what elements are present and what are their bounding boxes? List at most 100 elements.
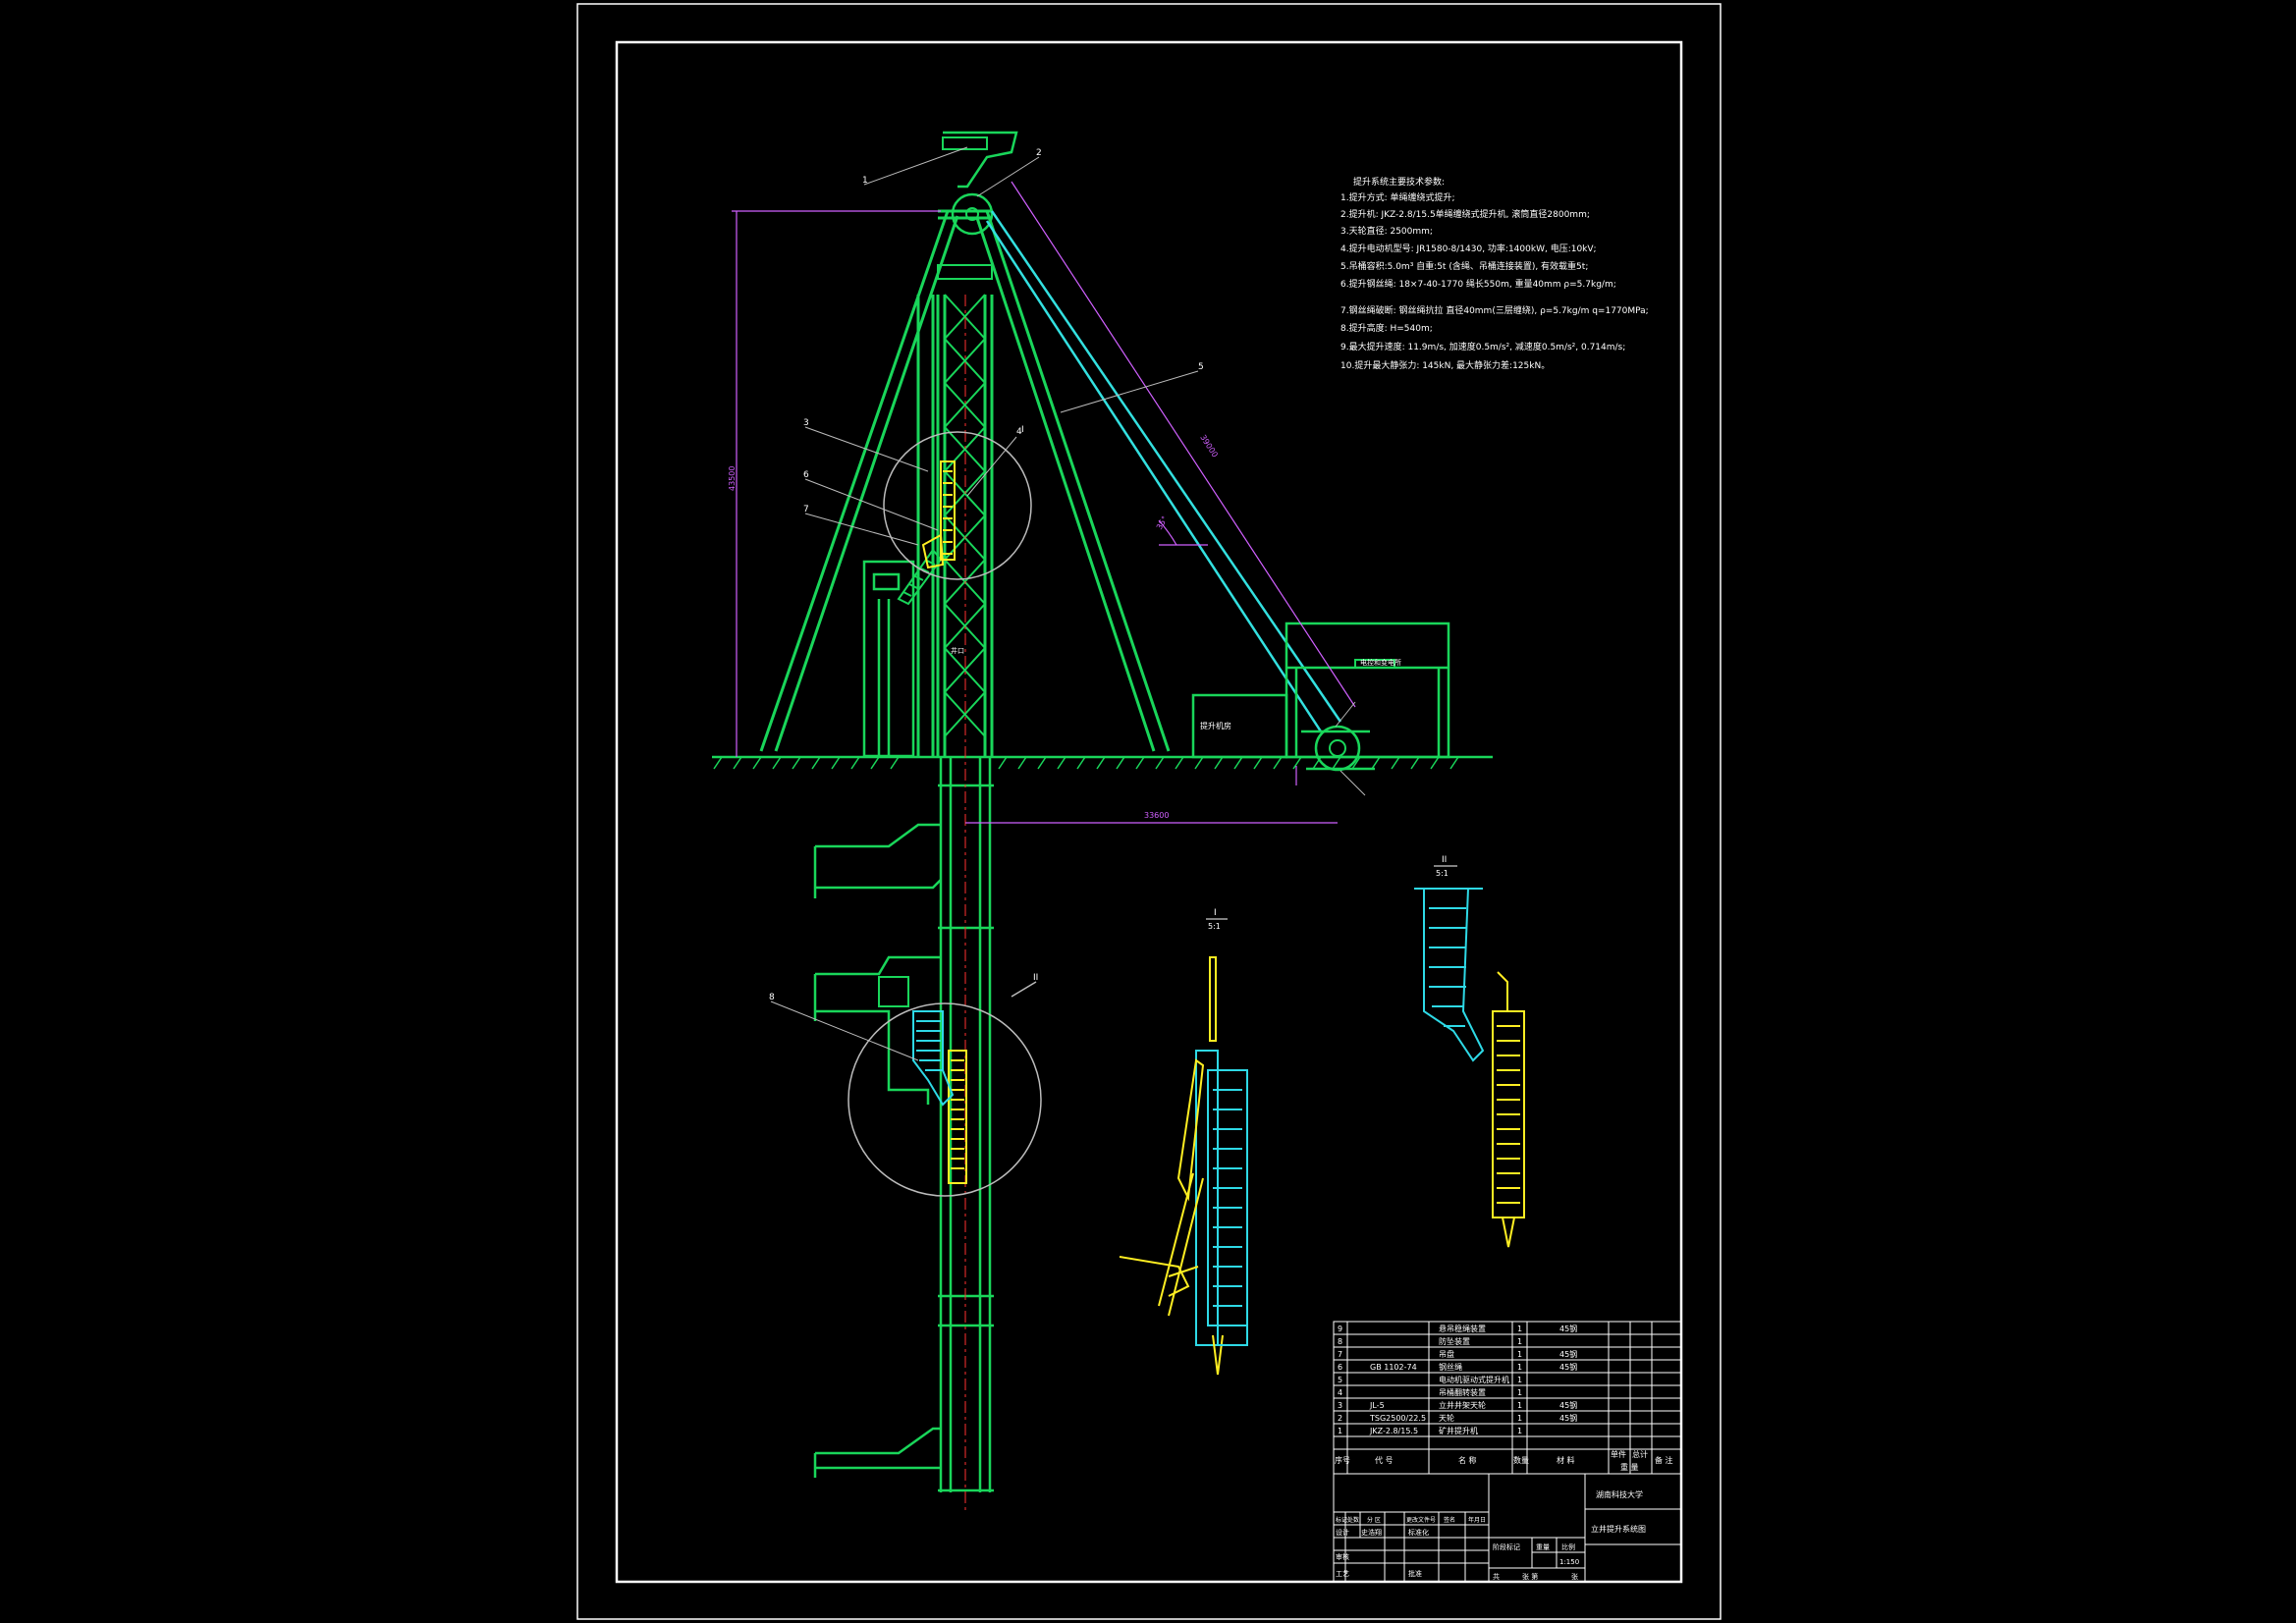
table-row-code: JKZ-2.8/15.5 [1369, 1427, 1418, 1435]
table-row-no: 9 [1338, 1325, 1342, 1333]
note-line: 8.提升高度: H=540m; [1340, 322, 1433, 334]
equipment-mid [948, 1050, 967, 1184]
table-row-qty: 1 [1517, 1414, 1522, 1423]
tb-zone: 分 区 [1367, 1516, 1381, 1524]
title-block [1333, 1473, 1682, 1583]
tb-sign: 签名 [1444, 1516, 1455, 1524]
table-row-name: 立井井架天轮 [1439, 1400, 1486, 1410]
header-no: 序号 [1335, 1455, 1350, 1465]
table-row-no: 5 [1338, 1376, 1342, 1384]
note-line: 4.提升电动机型号: JR1580-8/1430, 功率:1400kW, 电压:… [1340, 243, 1597, 254]
table-row-qty: 1 [1517, 1363, 1522, 1372]
drawing-title: 立井提升系统图 [1591, 1524, 1646, 1534]
table-row-no: 3 [1338, 1401, 1342, 1410]
table-row-qty: 1 [1517, 1388, 1522, 1397]
note-line: 2.提升机: JKZ-2.8/15.5单绳缠绕式提升机, 滚筒直径2800mm; [1340, 208, 1590, 220]
label-item-6: 6 [803, 470, 809, 480]
dimension-lines [732, 181, 1356, 824]
parts-table [1333, 1321, 1682, 1475]
detail-ii-view [1414, 888, 1525, 1248]
table-row-name: 电动机驱动式提升机 [1439, 1375, 1509, 1384]
tb-stage: 阶段标记 [1493, 1542, 1520, 1551]
label-item-3: 3 [803, 418, 809, 428]
detail-i-scale: 5:1 [1208, 922, 1221, 931]
label-item-1: 1 [862, 176, 868, 186]
header-remark: 备 注 [1655, 1455, 1673, 1465]
header-total-weight: 总计 [1632, 1449, 1648, 1459]
tb-approve: 批准 [1408, 1569, 1422, 1578]
note-line: 10.提升最大静张力: 145kN, 最大静张力差:125kN。 [1340, 359, 1550, 371]
label-item-8: 8 [769, 993, 775, 1002]
table-row-name: 防坠装置 [1439, 1336, 1470, 1346]
tb-change-doc: 更改文件号 [1406, 1516, 1436, 1524]
note-line: 6.提升钢丝绳: 18×7-40-1770 绳长550m, 重量40mm ρ=5… [1340, 278, 1616, 290]
technical-notes: 提升系统主要技术参数: 1.提升方式: 单绳缠绕式提升; 2.提升机: JKZ-… [1340, 176, 1649, 371]
detail-circles [847, 431, 1042, 1197]
tb-count: 处数 [1347, 1516, 1359, 1524]
table-row-code: JL-5 [1369, 1401, 1385, 1410]
table-row-no: 1 [1338, 1427, 1342, 1435]
outer-frame [576, 3, 1722, 1620]
dim-headframe-height: 43500 [728, 466, 737, 491]
title-block-text: 湖南科技大学 立井提升系统图 标记 处数 分 区 更改文件号 签名 年月日 设计… [1336, 1489, 1646, 1581]
label-shaft-collar: 井口 [951, 646, 964, 655]
bucket-chute-mid [912, 1010, 955, 1107]
table-row-name: 吊盘 [1439, 1349, 1454, 1359]
tb-sheet-suffix: 张 [1571, 1572, 1578, 1581]
note-line: 1.提升方式: 单绳缠绕式提升; [1340, 191, 1455, 203]
label-item-5: 5 [1198, 362, 1204, 372]
label-item-4: 4 [1016, 427, 1022, 437]
hoist-ropes [985, 210, 1342, 732]
hoist-house [1191, 622, 1450, 772]
tb-process: 工艺 [1336, 1570, 1349, 1578]
table-row-material: 45钢 [1559, 1413, 1577, 1423]
table-row-no: 7 [1338, 1350, 1342, 1359]
detail-ref-ii: II [1033, 973, 1038, 983]
tb-design: 设计 [1336, 1528, 1349, 1537]
header-weight: 重 量 [1620, 1462, 1639, 1472]
tb-designer: 史浩翔 [1361, 1528, 1382, 1537]
dim-winch-distance: 33600 [1144, 811, 1169, 820]
table-row-no: 2 [1338, 1414, 1342, 1423]
header-material: 材 料 [1557, 1455, 1575, 1465]
table-row-name: 矿井提升机 [1439, 1426, 1478, 1435]
label-hoist-house: 提升机房 [1200, 721, 1231, 730]
ground-line [712, 755, 1493, 770]
table-row-no: 6 [1338, 1363, 1342, 1372]
tb-check: 审核 [1336, 1552, 1349, 1561]
table-row-qty: 1 [1517, 1337, 1522, 1346]
equipment-top [921, 460, 956, 569]
table-row-no: 4 [1338, 1388, 1342, 1397]
table-row-material: 45钢 [1559, 1400, 1577, 1410]
table-row-material: 45钢 [1559, 1362, 1577, 1372]
table-row-qty: 1 [1517, 1325, 1522, 1333]
label-item-7: 7 [803, 505, 809, 514]
note-line: 5.吊桶容积:5.0m³ 自重:5t (含绳、吊桶连接装置), 有效载重5t; [1340, 260, 1588, 272]
header-name: 名 称 [1458, 1455, 1477, 1465]
table-row-qty: 1 [1517, 1401, 1522, 1410]
school-name: 湖南科技大学 [1596, 1489, 1643, 1499]
detail-ii-title: II [1442, 855, 1447, 865]
dim-rope-angle: 35° [1155, 514, 1170, 531]
note-line: 9.最大提升速度: 11.9m/s, 加速度0.5m/s², 减速度0.5m/s… [1340, 341, 1625, 352]
label-surface-building: 电控和变电所 [1360, 658, 1401, 667]
table-row-qty: 1 [1517, 1350, 1522, 1359]
tb-weight: 重量 [1536, 1543, 1550, 1551]
notes-heading: 提升系统主要技术参数: [1353, 176, 1445, 188]
inner-frame [615, 40, 1683, 1584]
header-code: 代 号 [1375, 1455, 1394, 1465]
header-unit-weight: 单件 [1611, 1449, 1626, 1459]
detail-i-view [1119, 956, 1248, 1376]
detail-ref-i: I [1021, 425, 1024, 435]
leader-lines [770, 146, 1366, 1061]
headframe [759, 131, 1171, 756]
table-row-code: TSG2500/22.5 [1369, 1414, 1426, 1423]
table-row-no: 8 [1338, 1337, 1342, 1346]
label-item-2: 2 [1036, 148, 1042, 158]
table-row-name: 天轮 [1439, 1413, 1454, 1423]
header-qty: 数量 [1513, 1455, 1529, 1465]
tb-scale-label: 比例 [1561, 1542, 1575, 1551]
parts-rows: 9 悬吊稳绳装置 1 45钢 8 防坠装置 1 7 吊盘 1 45钢 6 GB … [1335, 1324, 1673, 1472]
dim-rope-chord: 39000 [1198, 433, 1219, 459]
